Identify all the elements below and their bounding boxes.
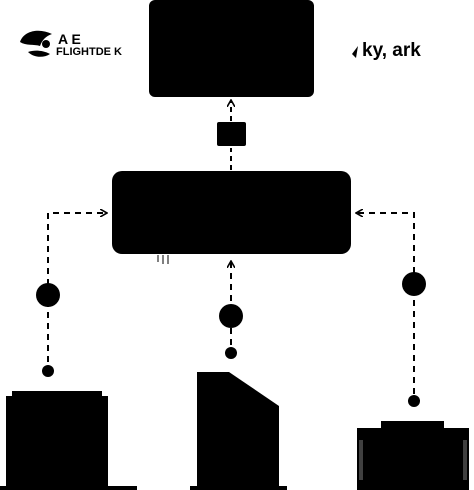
- bottom-right-device: [357, 421, 469, 490]
- left-logo: A E FLIGHTDE K: [20, 30, 122, 58]
- bird-emblem-icon: [20, 30, 52, 57]
- left-logo-line1: A E: [58, 31, 81, 47]
- small-connector-box: [217, 122, 246, 146]
- right-endpoint-dot: [408, 395, 420, 407]
- bottom-left-device: [0, 391, 137, 490]
- hub-tick-marks: [157, 255, 169, 264]
- left-endpoint-dot: [42, 365, 54, 377]
- edge-center-to-hub: [219, 262, 243, 359]
- edge-left-to-hub: [36, 213, 106, 377]
- center-hub: [112, 171, 351, 254]
- right-connector-node: [402, 272, 426, 296]
- left-logo-line2: FLIGHTDE K: [56, 46, 122, 58]
- right-logo-text: ky, ark: [362, 40, 421, 61]
- center-endpoint-dot: [225, 347, 237, 359]
- center-connector-node: [219, 304, 243, 328]
- bottom-center-device: [190, 372, 287, 490]
- top-box: [149, 0, 314, 97]
- right-logo-mark-icon: [352, 46, 358, 58]
- edge-right-to-hub: [357, 213, 426, 407]
- left-connector-node: [36, 283, 60, 307]
- right-logo: ky, ark: [352, 40, 421, 61]
